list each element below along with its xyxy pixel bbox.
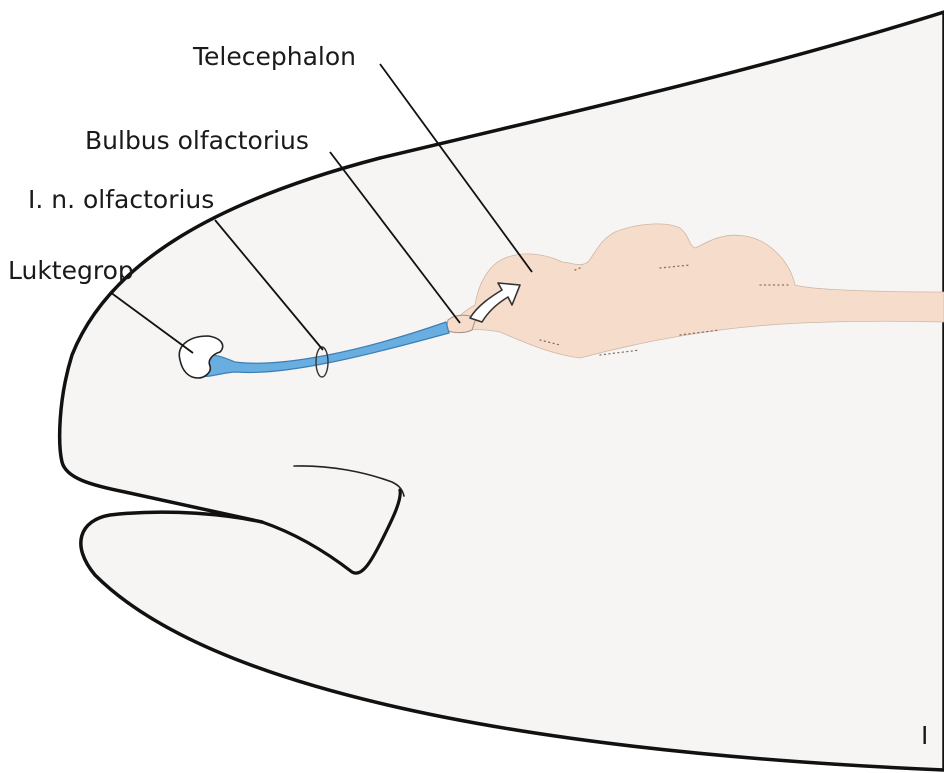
label-olfactory-nerve: I. n. olfactorius [28, 187, 214, 212]
label-luktegrop: Luktegrop [8, 258, 134, 283]
label-bulbus-olfactorius: Bulbus olfactorius [85, 128, 309, 153]
label-telencephalon: Telecephalon [193, 44, 356, 69]
corner-mark: I [921, 723, 928, 748]
